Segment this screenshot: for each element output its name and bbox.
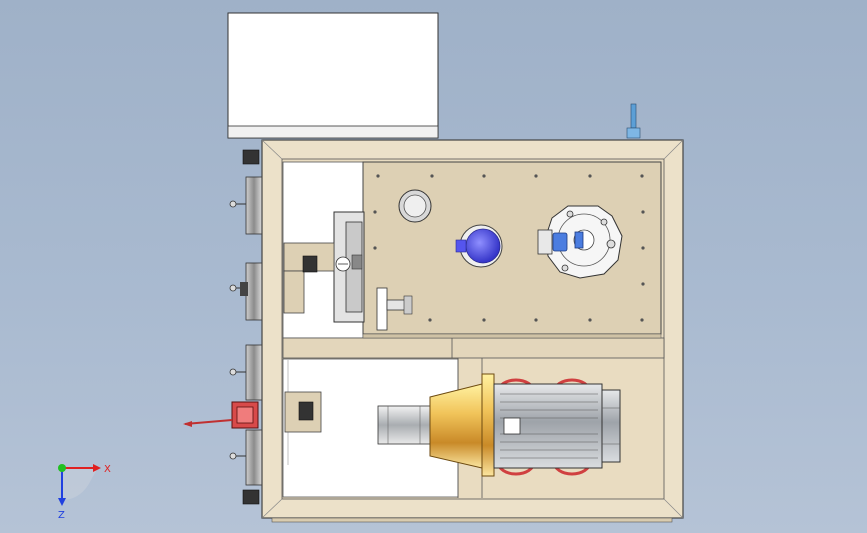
coupling-shaft <box>377 405 431 445</box>
blue-reservoir <box>455 224 503 268</box>
z-axis-label: Z <box>58 510 65 521</box>
x-axis-label: X <box>104 464 111 475</box>
electric-motor <box>493 378 621 476</box>
lower-bracket <box>284 391 322 433</box>
upper-bracket <box>283 242 335 314</box>
bearing-housing <box>333 211 365 323</box>
left-knob-column <box>229 149 263 505</box>
red-clamp <box>183 401 259 429</box>
round-port <box>398 189 432 223</box>
axis-triad: X Z <box>58 464 111 521</box>
top-connector <box>626 103 641 139</box>
valve-fitting <box>376 287 413 331</box>
pump-head <box>537 205 623 279</box>
control-box <box>227 12 439 139</box>
